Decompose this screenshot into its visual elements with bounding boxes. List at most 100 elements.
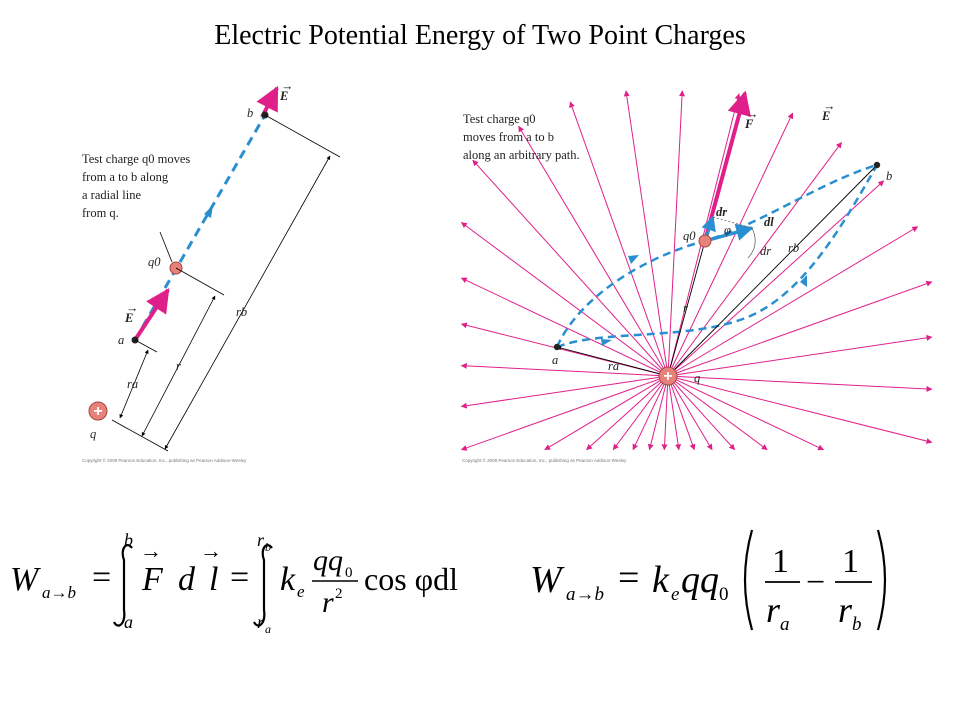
integral-sign-icon: [113, 544, 133, 627]
field-line: [667, 375, 768, 451]
right-copyright: Copyright © 2008 Pearson Education, Inc.…: [462, 457, 627, 463]
label-rb: rb: [788, 241, 799, 255]
svg-text:→: →: [126, 301, 139, 315]
svg-text:r: r: [322, 586, 334, 619]
svg-text:e: e: [297, 582, 305, 601]
svg-text:a: a: [124, 612, 133, 632]
field-line: [667, 375, 736, 451]
right-paren-icon: [876, 529, 887, 631]
svg-text:b: b: [124, 530, 133, 550]
svg-text:W: W: [530, 559, 565, 601]
field-line: [518, 125, 669, 377]
field-line: [460, 375, 669, 409]
label-q: q: [694, 371, 700, 385]
svg-text:W: W: [10, 561, 41, 598]
e-field-arrow-bottom: [133, 287, 170, 342]
label-dr: dr: [760, 244, 771, 258]
label-q0: q0: [148, 255, 161, 269]
field-line: [586, 375, 669, 451]
work-result-equation: W a→b = k e qq 0 1 r a − 1 r b: [530, 529, 887, 635]
svg-text:1: 1: [842, 543, 859, 580]
page-title: Electric Potential Energy of Two Point C…: [214, 20, 746, 51]
radial-path: [133, 114, 267, 341]
right-caption: Test charge q0 moves from a to b along a…: [463, 112, 580, 162]
dl-vector: [704, 223, 754, 243]
label-dl: dl: [764, 215, 774, 229]
label-a: a: [118, 333, 124, 347]
field-line: [569, 101, 669, 377]
field-line: [667, 375, 696, 451]
svg-text:l: l: [209, 561, 218, 598]
field-line: [460, 362, 669, 377]
field-line: [612, 375, 669, 451]
field-line: [667, 375, 825, 451]
path-arrow-icon: [800, 275, 807, 287]
integral-sign-icon: [253, 544, 273, 627]
field-line: [667, 141, 842, 377]
label-a: a: [552, 353, 558, 367]
label-q: q: [90, 427, 96, 441]
svg-text:=: =: [618, 557, 639, 599]
ra-line: [556, 345, 669, 377]
label-phi: φ: [724, 223, 731, 237]
field-line: [460, 375, 669, 451]
field-line: [472, 159, 669, 377]
svg-text:→: →: [140, 538, 162, 563]
source-charge-icon: [88, 401, 108, 421]
field-line: [667, 375, 713, 451]
label-b: b: [886, 169, 892, 183]
svg-text:k: k: [280, 561, 296, 598]
field-line: [661, 375, 669, 451]
field-line: [667, 375, 933, 444]
label-dr-vector: dr: [716, 205, 727, 219]
svg-text:d: d: [178, 561, 196, 598]
field-line: [667, 334, 933, 377]
label-e-bottom: E: [124, 311, 133, 325]
field-line: [667, 375, 682, 451]
svg-text:qq: qq: [313, 544, 343, 577]
svg-text:k: k: [652, 559, 670, 601]
svg-text:qq: qq: [681, 559, 719, 601]
label-r: r: [683, 301, 688, 315]
label-ra: ra: [127, 377, 138, 391]
svg-text:cos φdl: cos φdl: [364, 561, 458, 597]
label-rb: rb: [236, 305, 247, 319]
label-ra: ra: [608, 359, 619, 373]
svg-text:b: b: [265, 540, 271, 554]
field-line: [544, 375, 669, 451]
svg-text:→: →: [823, 99, 836, 113]
svg-text:r: r: [257, 612, 265, 632]
svg-text:r: r: [838, 590, 853, 630]
source-charge-icon: [658, 366, 678, 386]
label-f: F: [744, 117, 754, 131]
plus-icon: +: [93, 403, 102, 420]
field-line: [667, 280, 933, 377]
path-arrow-icon: [601, 339, 612, 346]
svg-text:r: r: [257, 530, 265, 550]
field-line: [667, 226, 919, 377]
svg-text:0: 0: [345, 565, 353, 581]
rb-line: [667, 164, 878, 377]
field-lines: [460, 90, 933, 451]
svg-text:→: →: [200, 538, 222, 563]
svg-text:2: 2: [335, 586, 343, 602]
svg-text:a→b: a→b: [566, 584, 604, 605]
field-line: [647, 375, 669, 451]
svg-text:1: 1: [772, 543, 789, 580]
svg-text:a→b: a→b: [42, 583, 76, 602]
svg-text:b: b: [852, 614, 862, 635]
label-q0: q0: [683, 229, 696, 243]
left-paren-icon: [743, 529, 754, 631]
svg-text:F: F: [141, 561, 164, 598]
left-figure: + Test charge q0 moves from a to b along…: [82, 79, 341, 463]
path-arrow-icon: [628, 255, 639, 264]
svg-text:−: −: [806, 564, 825, 601]
svg-text:=: =: [230, 559, 249, 596]
point-a: [553, 343, 561, 351]
work-integral-equation: W a→b = b a → F d → l = r b r a k e qq 0…: [10, 530, 458, 636]
svg-text:e: e: [671, 584, 679, 605]
left-caption: Test charge q0 moves from a to b along a…: [82, 152, 193, 220]
svg-text:0: 0: [719, 584, 729, 605]
field-line: [667, 90, 685, 377]
